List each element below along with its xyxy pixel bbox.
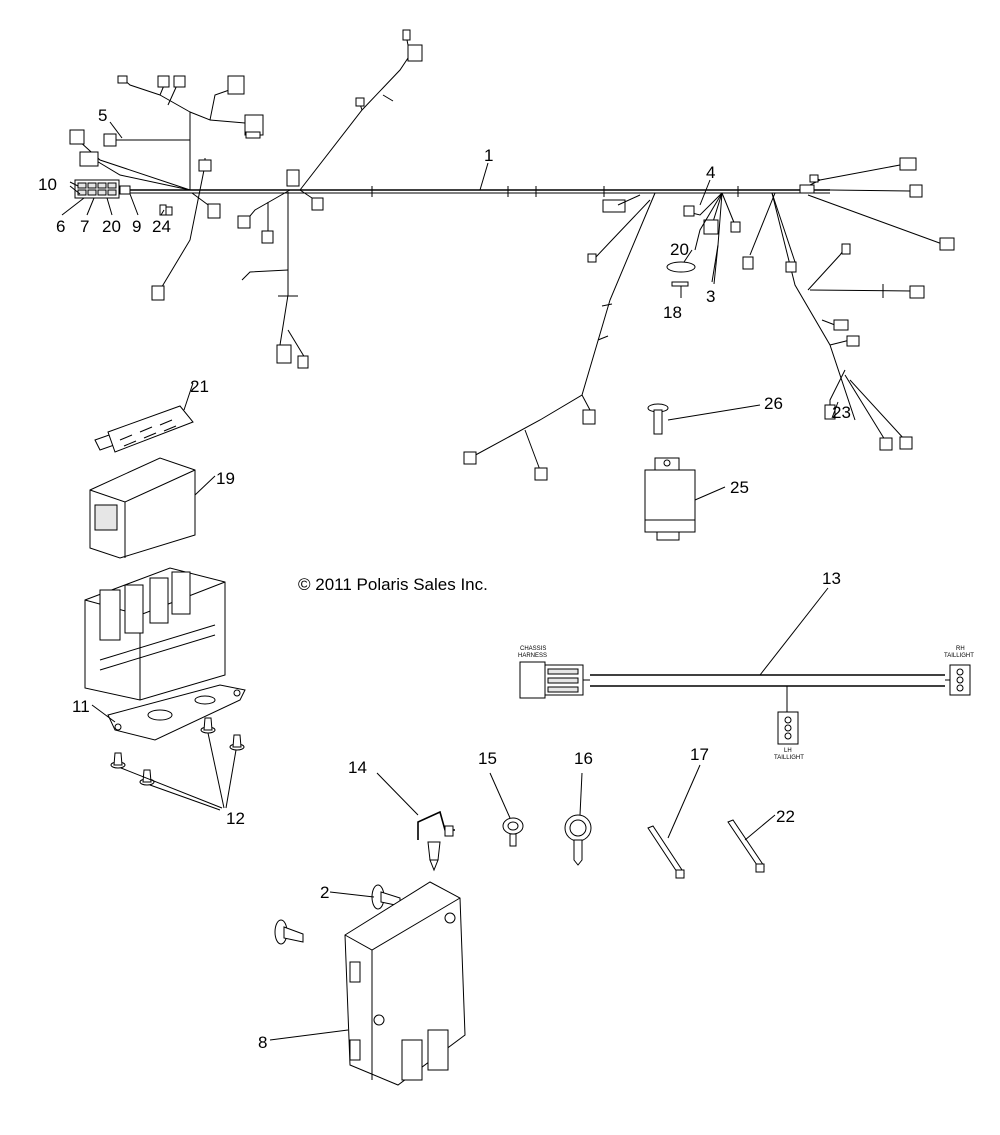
callout-21: 21	[190, 377, 209, 396]
part-17-cable-tie	[647, 825, 685, 879]
callout-7: 7	[80, 217, 89, 236]
callout-19: 19	[216, 469, 235, 488]
callout-23: 23	[832, 403, 851, 422]
part-20-18-connector	[666, 261, 696, 287]
callout-8: 8	[258, 1033, 267, 1052]
taillight-harness-labels: CHASSIS HARNESS RH TAILLIGHT LH TAILLIGH…	[518, 646, 974, 761]
rh-taillight-label-2: TAILLIGHT	[944, 653, 974, 659]
copyright-notice: © 2011 Polaris Sales Inc.	[298, 575, 488, 594]
callout-13: 13	[822, 569, 841, 588]
callout-10: 10	[38, 175, 57, 194]
rh-taillight-label-1: RH	[956, 646, 965, 652]
fuse-box-body	[84, 567, 226, 701]
part-19-fuse-cover	[89, 457, 196, 559]
callout-9: 9	[132, 217, 141, 236]
callout-20-connector: 20	[670, 240, 689, 259]
callout-6: 6	[56, 217, 65, 236]
callout-5: 5	[98, 106, 107, 125]
callout-24: 24	[152, 217, 171, 236]
part-25-relay	[644, 457, 696, 541]
callout-14: 14	[348, 758, 367, 777]
callout-1: 1	[484, 146, 493, 165]
callout-16: 16	[574, 749, 593, 768]
callout-12: 12	[226, 809, 245, 828]
callout-25: 25	[730, 478, 749, 497]
chassis-harness-label-2: HARNESS	[518, 653, 547, 659]
callout-15: 15	[478, 749, 497, 768]
lh-taillight-label-1: LH	[784, 748, 792, 754]
leader-lines	[61, 121, 839, 1041]
part-8-control-module	[344, 881, 466, 1086]
callout-22: 22	[776, 807, 795, 826]
callout-3: 3	[706, 287, 715, 306]
part-12-push-pins	[110, 717, 245, 786]
part-16-loop-clamp	[564, 814, 592, 866]
callout-2: 2	[320, 883, 329, 902]
part-21-fuse-label	[94, 405, 194, 453]
part-11-mounting-plate	[107, 684, 246, 741]
callout-17: 17	[690, 745, 709, 764]
callout-20-fuse: 20	[102, 217, 121, 236]
part-15-harness-clip	[502, 817, 524, 847]
part-14-wire-clip	[417, 810, 455, 872]
main-harness	[69, 29, 955, 481]
part-26-bolt	[647, 403, 669, 435]
callout-4: 4	[706, 163, 715, 182]
harness-fuse-block-end	[74, 179, 173, 216]
callout-26: 26	[764, 394, 783, 413]
callout-18: 18	[663, 303, 682, 322]
part-13-taillight-harness	[519, 661, 971, 745]
lh-taillight-label-2: TAILLIGHT	[774, 755, 804, 761]
callout-labels: 1 2 3 4 5 6 7 8 9 10 11 12 13 14 15 16 1…	[38, 106, 851, 1052]
callout-11: 11	[72, 697, 90, 716]
chassis-harness-label-1: CHASSIS	[520, 646, 546, 652]
part-22-cable-tie	[727, 819, 765, 873]
